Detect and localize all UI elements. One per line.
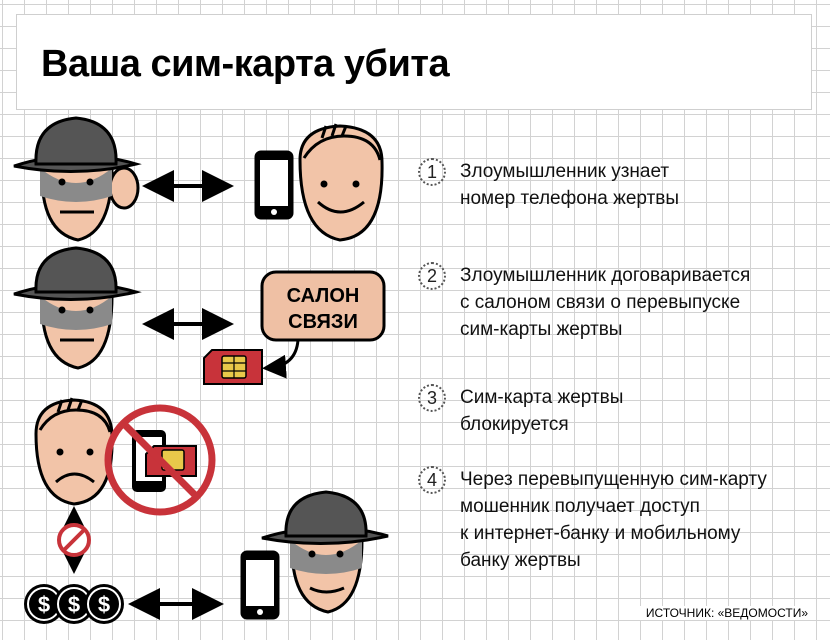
victim-icon	[298, 123, 384, 242]
dollar-coin-icon: $	[84, 584, 124, 624]
salon-arrow-icon	[262, 339, 300, 379]
forbidden-icon	[57, 523, 91, 557]
step-text: Сим-карта жертвы блокируется	[460, 387, 624, 435]
salon-sign: САЛОН СВЯЗИ	[260, 270, 386, 342]
page-title: Ваша сим-карта убита	[41, 43, 450, 85]
title-box: Ваша сим-карта убита	[16, 14, 812, 110]
blocked-sim-icon	[104, 404, 216, 516]
step-text: Злоумышленник договаривается с салоном с…	[460, 265, 751, 340]
victim-icon	[34, 397, 114, 506]
step-number: 1	[418, 158, 446, 186]
smartphone-icon	[240, 550, 280, 620]
villain-icon	[261, 490, 389, 614]
dollar-coin-icon: $	[54, 584, 94, 624]
step-text: Через перевыпущенную сим-карту мошенник …	[460, 469, 767, 571]
dollar-symbol: $	[98, 592, 110, 617]
smartphone-icon	[254, 150, 294, 220]
villain-icon	[13, 116, 142, 242]
step-text: Злоумышленник узнает номер телефона жерт…	[460, 161, 680, 209]
salon-line-2: СВЯЗИ	[288, 311, 358, 333]
dollar-symbol: $	[68, 592, 80, 617]
step-number: 3	[418, 384, 446, 412]
step-number: 2	[418, 262, 446, 290]
source-caption: ИСТОЧНИК: «ВЕДОМОСТИ»	[626, 606, 810, 620]
step-number: 4	[418, 466, 446, 494]
dollar-symbol: $	[38, 592, 50, 617]
sim-card-icon	[203, 349, 263, 385]
villain-icon	[13, 246, 142, 370]
salon-line-1: САЛОН	[287, 285, 360, 307]
